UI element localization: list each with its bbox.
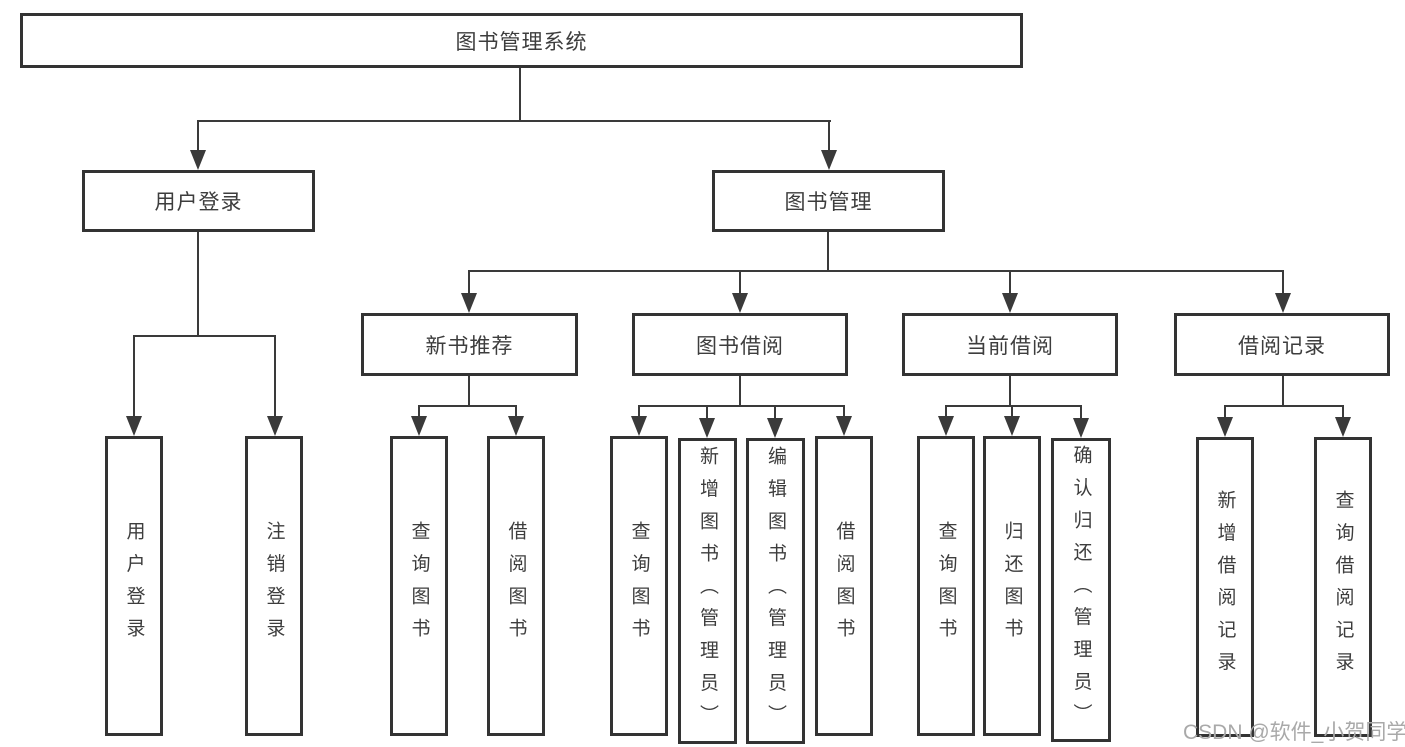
connector-cb-drop-1 — [945, 405, 947, 420]
arrow-down-icon — [631, 416, 647, 436]
arrow-down-icon — [267, 416, 283, 436]
connector-bb-drop-2 — [706, 405, 708, 422]
connector-br-rail — [1224, 405, 1344, 407]
connector-root-stem — [519, 68, 521, 121]
connector-br-drop-2 — [1342, 405, 1344, 421]
connector-bm-drop-3 — [1009, 270, 1011, 296]
arrow-down-icon — [938, 416, 954, 436]
arrow-down-icon — [821, 150, 837, 170]
connector-nb-stem — [468, 376, 470, 407]
connector-bb-drop-3 — [774, 405, 776, 422]
connector-bb-drop-1 — [638, 405, 640, 420]
node-book-management-label: 图书管理 — [784, 191, 873, 214]
connector-nb-rail — [419, 405, 517, 407]
connector-bb-rail — [638, 405, 845, 407]
arrow-down-icon — [732, 293, 748, 313]
node-current-borrowing-label: 当前借阅 — [966, 334, 1054, 358]
connector-bb-stem — [739, 376, 741, 407]
leaf-add-borrow-record: 新增借阅记录 — [1196, 437, 1254, 737]
leaf-logout-label: 注销登录 — [263, 521, 285, 651]
arrow-down-icon — [508, 416, 524, 436]
leaf-confirm-return-admin: 确认归还（管理员） — [1051, 438, 1111, 742]
arrow-down-icon — [1335, 417, 1351, 437]
arrow-down-icon — [411, 416, 427, 436]
connector-bm-stem — [827, 232, 829, 272]
leaf-query-books-borrowing-label: 查询图书 — [628, 521, 650, 651]
node-user-login-branch: 用户登录 — [82, 170, 315, 232]
node-borrowing-records-label: 借阅记录 — [1238, 334, 1326, 358]
connector-bm-rail — [469, 270, 1284, 272]
arrow-down-icon — [1217, 417, 1233, 437]
leaf-query-borrow-record: 查询借阅记录 — [1314, 437, 1372, 737]
node-root-library-system: 图书管理系统 — [20, 13, 1023, 68]
leaf-edit-books-admin: 编辑图书（管理员） — [746, 438, 805, 744]
leaf-query-borrow-record-label: 查询借阅记录 — [1332, 490, 1354, 684]
connector-root-drop-left — [197, 120, 199, 154]
connector-ul-rail — [134, 335, 276, 337]
connector-br-stem — [1282, 376, 1284, 407]
leaf-add-borrow-record-label: 新增借阅记录 — [1214, 490, 1236, 684]
arrow-down-icon — [836, 416, 852, 436]
leaf-query-books-current: 查询图书 — [917, 436, 975, 736]
leaf-borrow-books-label: 借阅图书 — [833, 521, 855, 651]
leaf-return-books-label: 归还图书 — [1001, 521, 1023, 651]
connector-root-drop-right — [828, 120, 830, 154]
connector-br-drop-1 — [1224, 405, 1226, 421]
leaf-borrow-books: 借阅图书 — [815, 436, 873, 736]
leaf-edit-books-admin-label: 编辑图书（管理员） — [765, 445, 786, 737]
leaf-user-login: 用户登录 — [105, 436, 163, 736]
arrow-down-icon — [1002, 293, 1018, 313]
connector-nb-drop-1 — [418, 405, 420, 420]
node-current-borrowing: 当前借阅 — [902, 313, 1118, 376]
arrow-down-icon — [1004, 416, 1020, 436]
connector-cb-drop-3 — [1080, 405, 1082, 422]
arrow-down-icon — [461, 293, 477, 313]
node-user-login-branch-label: 用户登录 — [154, 191, 243, 214]
connector-bm-drop-1 — [468, 270, 470, 296]
connector-ul-drop-2 — [274, 335, 276, 420]
leaf-borrow-books-recommend-label: 借阅图书 — [505, 521, 527, 651]
arrow-down-icon — [699, 418, 715, 438]
connector-cb-drop-2 — [1011, 405, 1013, 420]
leaf-query-books-current-label: 查询图书 — [935, 521, 957, 651]
connector-bm-drop-4 — [1282, 270, 1284, 296]
node-root-label: 图书管理系统 — [455, 30, 588, 54]
node-borrowing-records: 借阅记录 — [1174, 313, 1390, 376]
node-book-management: 图书管理 — [712, 170, 945, 232]
connector-nb-drop-2 — [515, 405, 517, 420]
leaf-logout: 注销登录 — [245, 436, 303, 736]
connector-cb-rail — [945, 405, 1082, 407]
leaf-query-books-borrowing: 查询图书 — [610, 436, 668, 736]
arrow-down-icon — [126, 416, 142, 436]
leaf-user-login-label: 用户登录 — [123, 521, 145, 651]
connector-root-rail — [198, 120, 831, 122]
connector-cb-stem — [1009, 376, 1011, 407]
node-book-borrowing-label: 图书借阅 — [696, 334, 784, 358]
leaf-add-books-admin-label: 新增图书（管理员） — [697, 445, 718, 737]
node-new-book-recommendation: 新书推荐 — [361, 313, 578, 376]
connector-ul-stem — [197, 232, 199, 337]
node-book-borrowing: 图书借阅 — [632, 313, 848, 376]
leaf-return-books: 归还图书 — [983, 436, 1041, 736]
connector-bm-drop-2 — [739, 270, 741, 296]
leaf-query-books-recommend: 查询图书 — [390, 436, 448, 736]
leaf-borrow-books-recommend: 借阅图书 — [487, 436, 545, 736]
leaf-add-books-admin: 新增图书（管理员） — [678, 438, 737, 744]
node-new-book-recommendation-label: 新书推荐 — [425, 334, 514, 358]
arrow-down-icon — [1275, 293, 1291, 313]
connector-ul-drop-1 — [133, 335, 135, 420]
arrow-down-icon — [190, 150, 206, 170]
leaf-confirm-return-admin-label: 确认归还（管理员） — [1070, 444, 1092, 736]
arrow-down-icon — [1073, 418, 1089, 438]
csdn-watermark: CSDN @软件_小贺同学 — [1183, 721, 1405, 744]
leaf-query-books-recommend-label: 查询图书 — [408, 521, 430, 651]
arrow-down-icon — [767, 418, 783, 438]
connector-bb-drop-4 — [843, 405, 845, 420]
